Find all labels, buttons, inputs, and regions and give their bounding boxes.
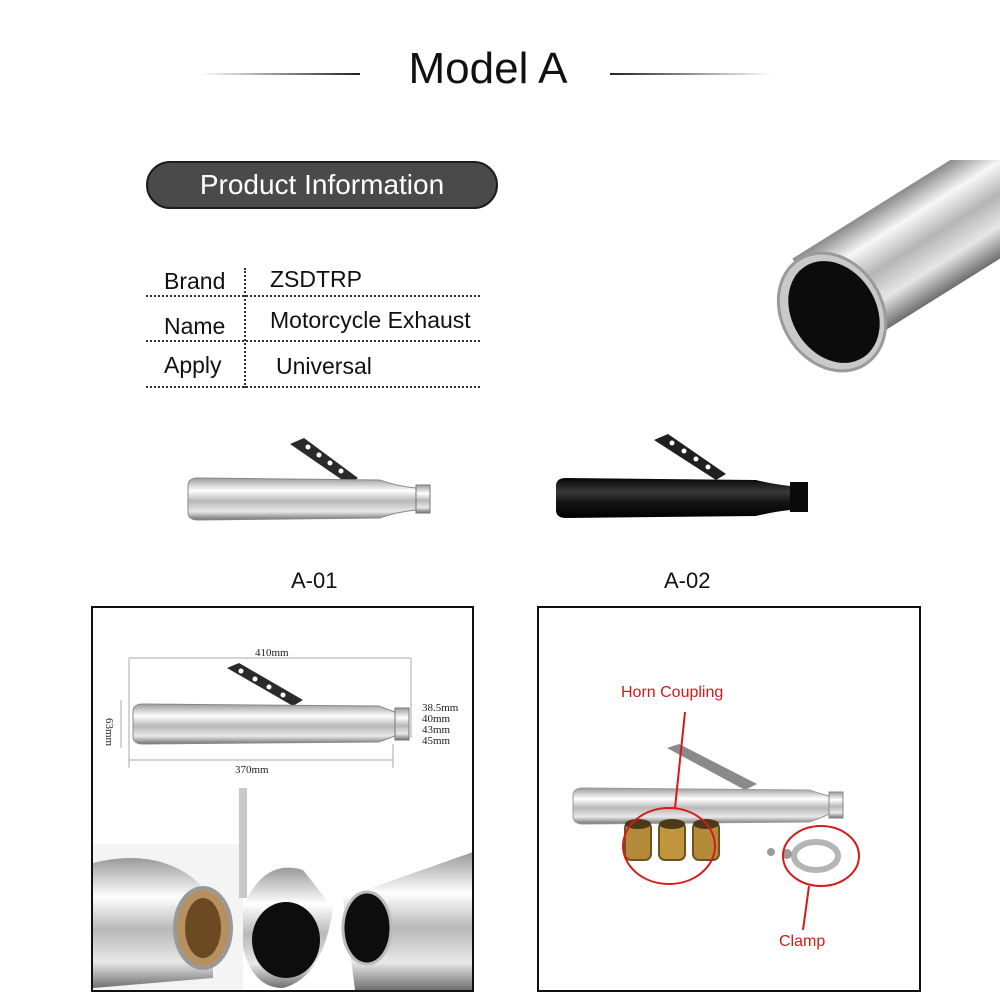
horn-coupling-label: Horn Coupling [621, 684, 724, 701]
clamp-icon [767, 839, 841, 873]
muffler-black-image [556, 434, 808, 518]
spec-column-divider [244, 268, 246, 388]
product-information-pill: Product Information [146, 161, 498, 209]
spec-value-brand: ZSDTRP [270, 266, 362, 292]
dimensions-panel: 410mm 370mm 63mm 38.5mm 40mm 43mm 45mm [91, 606, 474, 992]
diameter-label: 63mm [103, 718, 115, 747]
title-rule-left [200, 73, 360, 75]
spec-label-name: Name [164, 313, 226, 339]
spec-label-brand: Brand [164, 268, 226, 294]
pipe-end-closeup [776, 160, 1000, 373]
inlet-size-label: 40mm [422, 713, 451, 725]
spec-divider [146, 295, 480, 297]
inlet-size-label: 45mm [422, 735, 451, 747]
variant-label-a01: A-01 [291, 568, 338, 593]
muffler-chrome-image [187, 438, 431, 521]
spec-divider [146, 386, 480, 388]
total-length-label: 410mm [255, 647, 289, 659]
inlet-size-label: 43mm [422, 724, 451, 736]
variant-label-a02: A-02 [664, 568, 711, 593]
accessories-diagram [572, 711, 860, 931]
title-rule-right [610, 73, 772, 75]
dimension-diagram [93, 657, 472, 990]
body-length-label: 370mm [235, 764, 269, 776]
clamp-label: Clamp [779, 933, 826, 950]
spec-value-apply: Universal [276, 353, 372, 379]
accessories-panel: Horn Coupling Clamp [537, 606, 921, 992]
spec-label-apply: Apply [164, 352, 222, 378]
inlet-size-label: 38.5mm [422, 702, 459, 714]
horn-coupling-icon [624, 819, 720, 861]
page-title: Model A [408, 44, 568, 93]
spec-value-name: Motorcycle Exhaust [270, 307, 471, 333]
spec-divider [146, 340, 480, 342]
